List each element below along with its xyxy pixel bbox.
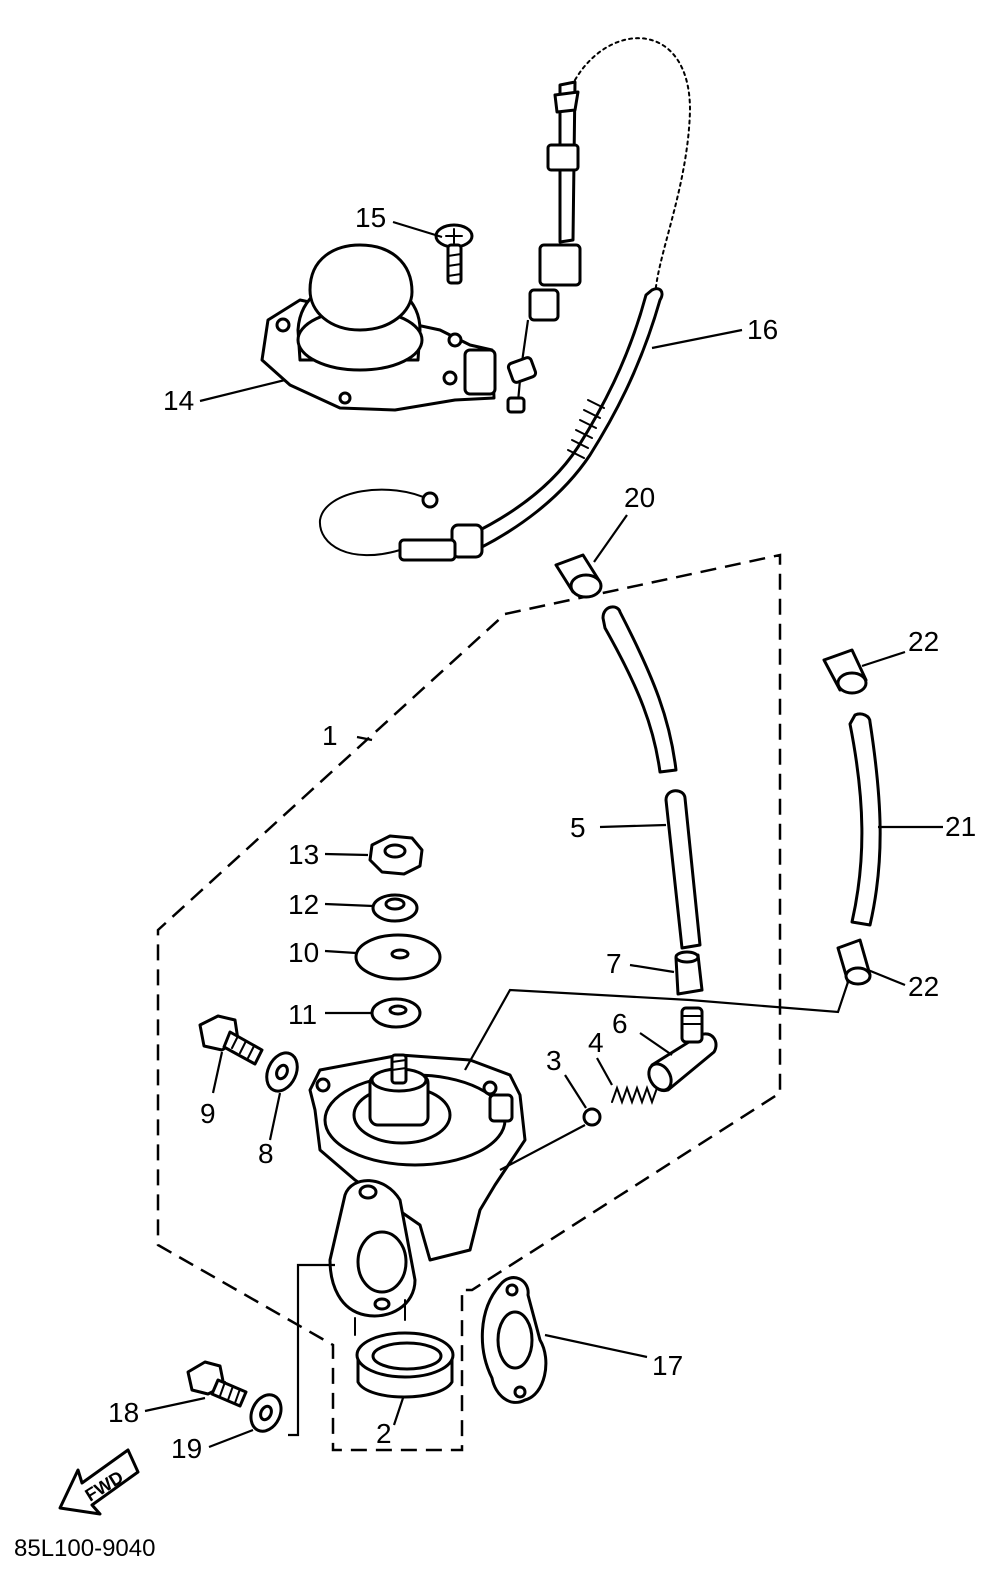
label-15: 15	[355, 202, 386, 233]
part-5-hose[interactable]	[601, 605, 702, 950]
part-3-ball[interactable]	[582, 1107, 602, 1127]
part-16-cable[interactable]	[318, 37, 692, 562]
part-10-plate[interactable]	[354, 933, 442, 981]
leader-lines	[144, 220, 943, 1449]
label-21: 21	[945, 811, 976, 842]
part-22-cap-top[interactable]	[822, 648, 868, 695]
label-13: 13	[288, 839, 319, 870]
part-12-washer[interactable]	[371, 893, 419, 923]
part-8-washer[interactable]	[261, 1048, 303, 1096]
label-20: 20	[624, 482, 655, 513]
label-3: 3	[546, 1045, 562, 1076]
connector-lines	[288, 981, 850, 1437]
label-7: 7	[606, 948, 622, 979]
part-7-collar[interactable]	[674, 950, 704, 996]
part-2-seal[interactable]	[355, 1331, 455, 1399]
part-labels: 1 2 3 4 5 6 7 8 9 10 11 12 13 14 15 16 1…	[108, 202, 976, 1464]
label-10: 10	[288, 937, 319, 968]
part-11-washer[interactable]	[370, 997, 422, 1029]
label-4: 4	[588, 1027, 604, 1058]
label-19: 19	[171, 1433, 202, 1464]
diagram-code: 85L100-9040	[14, 1535, 155, 1562]
label-14: 14	[163, 385, 194, 416]
part-17-gasket[interactable]	[480, 1276, 548, 1404]
label-22-top: 22	[908, 626, 939, 657]
fwd-arrow: FWD	[58, 1448, 140, 1516]
part-19-washer[interactable]	[245, 1390, 286, 1436]
assembly-boundary	[156, 553, 782, 1452]
pump-body[interactable]	[308, 1053, 527, 1336]
label-1: 1	[322, 720, 338, 751]
part-15-screw[interactable]	[434, 223, 474, 285]
part-4-spring[interactable]	[611, 1085, 658, 1105]
label-11: 11	[288, 999, 317, 1030]
part-9-bolt[interactable]	[198, 1014, 264, 1066]
part-6-elbow[interactable]	[644, 1006, 718, 1094]
label-22-bottom: 22	[908, 971, 939, 1002]
label-17: 17	[652, 1350, 683, 1381]
label-5: 5	[570, 812, 586, 843]
label-2: 2	[376, 1418, 392, 1449]
part-21-hose[interactable]	[848, 712, 882, 927]
label-9: 9	[200, 1098, 216, 1129]
label-12: 12	[288, 889, 319, 920]
part-13-nut[interactable]	[368, 834, 424, 876]
label-8: 8	[258, 1138, 274, 1169]
part-18-bolt[interactable]	[186, 1360, 248, 1408]
label-6: 6	[612, 1008, 628, 1039]
label-16: 16	[747, 314, 778, 345]
part-14-cover[interactable]	[260, 243, 497, 412]
label-18: 18	[108, 1397, 139, 1428]
part-22-cap-bottom[interactable]	[836, 938, 872, 986]
part-20-cap[interactable]	[554, 553, 603, 599]
